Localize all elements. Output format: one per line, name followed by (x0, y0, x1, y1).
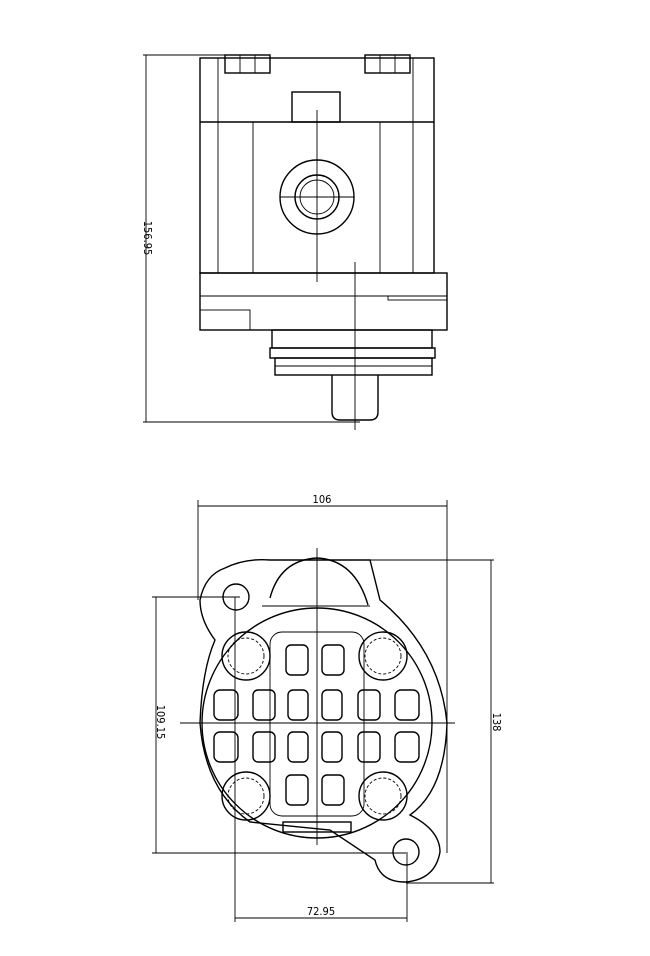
bolt-head-right (364, 54, 411, 74)
front-view: 106 138 109.15 72.95 (152, 493, 503, 922)
height-dimension: 156.95 (141, 54, 360, 423)
bolt-top-right (358, 631, 408, 681)
port-circle (279, 110, 355, 282)
width-dimension-label: 106 (313, 493, 332, 506)
overall-height-dimension-label: 138 (490, 713, 503, 732)
height-dimension-label: 156.95 (141, 221, 154, 256)
width-dimension: 106 (197, 493, 448, 853)
overall-height-dimension: 138 (317, 559, 503, 884)
mount-vertical-dimension: 109.15 (152, 596, 406, 854)
bolt-top-left (221, 631, 271, 681)
mount-hole-bottom-right (392, 838, 420, 866)
side-view: 156.95 (141, 54, 448, 430)
bolt-head-left (224, 54, 271, 74)
mount-vertical-dimension-label: 109.15 (154, 705, 167, 740)
bolt-spacing-dimension: 72.95 (234, 597, 408, 922)
bolt-spacing-dimension-label: 72.95 (307, 905, 335, 918)
bolt-bottom-right (358, 771, 408, 821)
pocket-grid (213, 631, 420, 817)
